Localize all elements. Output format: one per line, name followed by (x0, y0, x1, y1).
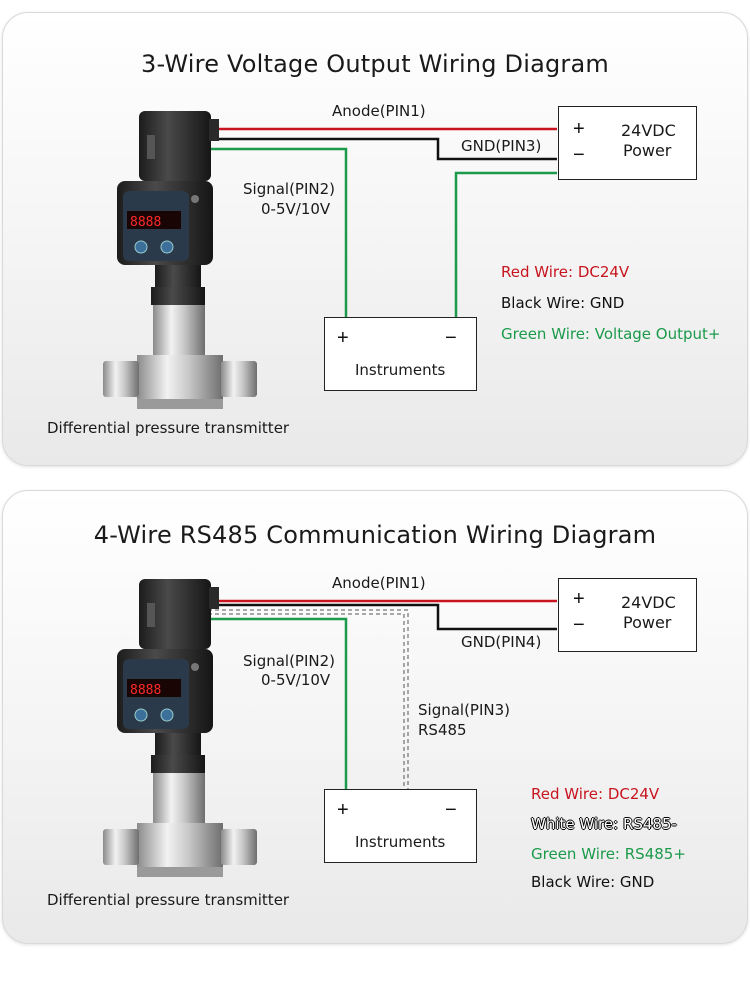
instrument-plus-symbol: + (337, 327, 349, 349)
transmitter-illustration: 8888 (103, 579, 257, 877)
wiring-lines (208, 127, 557, 319)
instruments-box: + − Instruments (324, 789, 477, 863)
instrument-minus-symbol: − (445, 799, 457, 821)
power-supply-box: + − 24VDC Power (558, 106, 697, 180)
instruments-label: Instruments (355, 361, 446, 379)
power-minus-symbol: − (573, 144, 585, 166)
rs485-signal-label: Signal(PIN3) (418, 701, 511, 719)
instrument-plus-symbol: + (337, 799, 349, 821)
legend-green-wire: Green Wire: RS485+ (531, 845, 686, 863)
transmitter-illustration: 8888 (103, 111, 257, 409)
anode-label: Anode(PIN1) (332, 574, 426, 592)
gnd-label: GND(PIN3) (461, 137, 542, 155)
instruments-label: Instruments (355, 833, 446, 851)
power-voltage-label: 24VDC (621, 593, 676, 612)
device-caption: Differential pressure transmitter (47, 419, 290, 437)
instruments-box: + − Instruments (324, 317, 477, 391)
legend-red-wire: Red Wire: DC24V (531, 785, 660, 803)
signal-range-label: 0-5V/10V (261, 671, 331, 689)
power-voltage-label: 24VDC (621, 121, 676, 140)
signal-label: Signal(PIN2) (243, 652, 336, 670)
svg-text:8888: 8888 (130, 215, 161, 230)
power-label: Power (623, 613, 672, 632)
power-minus-symbol: − (573, 614, 585, 636)
wiring-lines (208, 599, 557, 791)
svg-text:8888: 8888 (130, 683, 161, 698)
power-label: Power (623, 141, 672, 160)
power-supply-box: + − 24VDC Power (558, 578, 697, 652)
signal-label: Signal(PIN2) (243, 180, 336, 198)
diagram-title: 4-Wire RS485 Communication Wiring Diagra… (93, 521, 657, 549)
instrument-minus-symbol: − (445, 327, 457, 349)
diagram-title: 3-Wire Voltage Output Wiring Diagram (141, 50, 609, 78)
anode-label: Anode(PIN1) (332, 102, 426, 120)
power-plus-symbol: + (573, 118, 585, 140)
signal-range-label: 0-5V/10V (261, 200, 331, 218)
gnd-label: GND(PIN4) (461, 633, 542, 651)
rs485-label: RS485 (418, 721, 467, 739)
device-caption: Differential pressure transmitter (47, 891, 290, 909)
legend-black-wire: Black Wire: GND (501, 294, 625, 312)
legend-green-wire: Green Wire: Voltage Output+ (501, 325, 721, 343)
legend-black-wire: Black Wire: GND (531, 873, 655, 891)
wiring-panel-3wire: 3-Wire Voltage Output Wiring Diagram (2, 12, 748, 466)
legend-white-wire: White Wire: RS485- (531, 815, 677, 833)
wiring-panel-4wire: 4-Wire RS485 Communication Wiring Diagra… (2, 490, 748, 944)
power-plus-symbol: + (573, 588, 585, 610)
legend-red-wire: Red Wire: DC24V (501, 263, 630, 281)
